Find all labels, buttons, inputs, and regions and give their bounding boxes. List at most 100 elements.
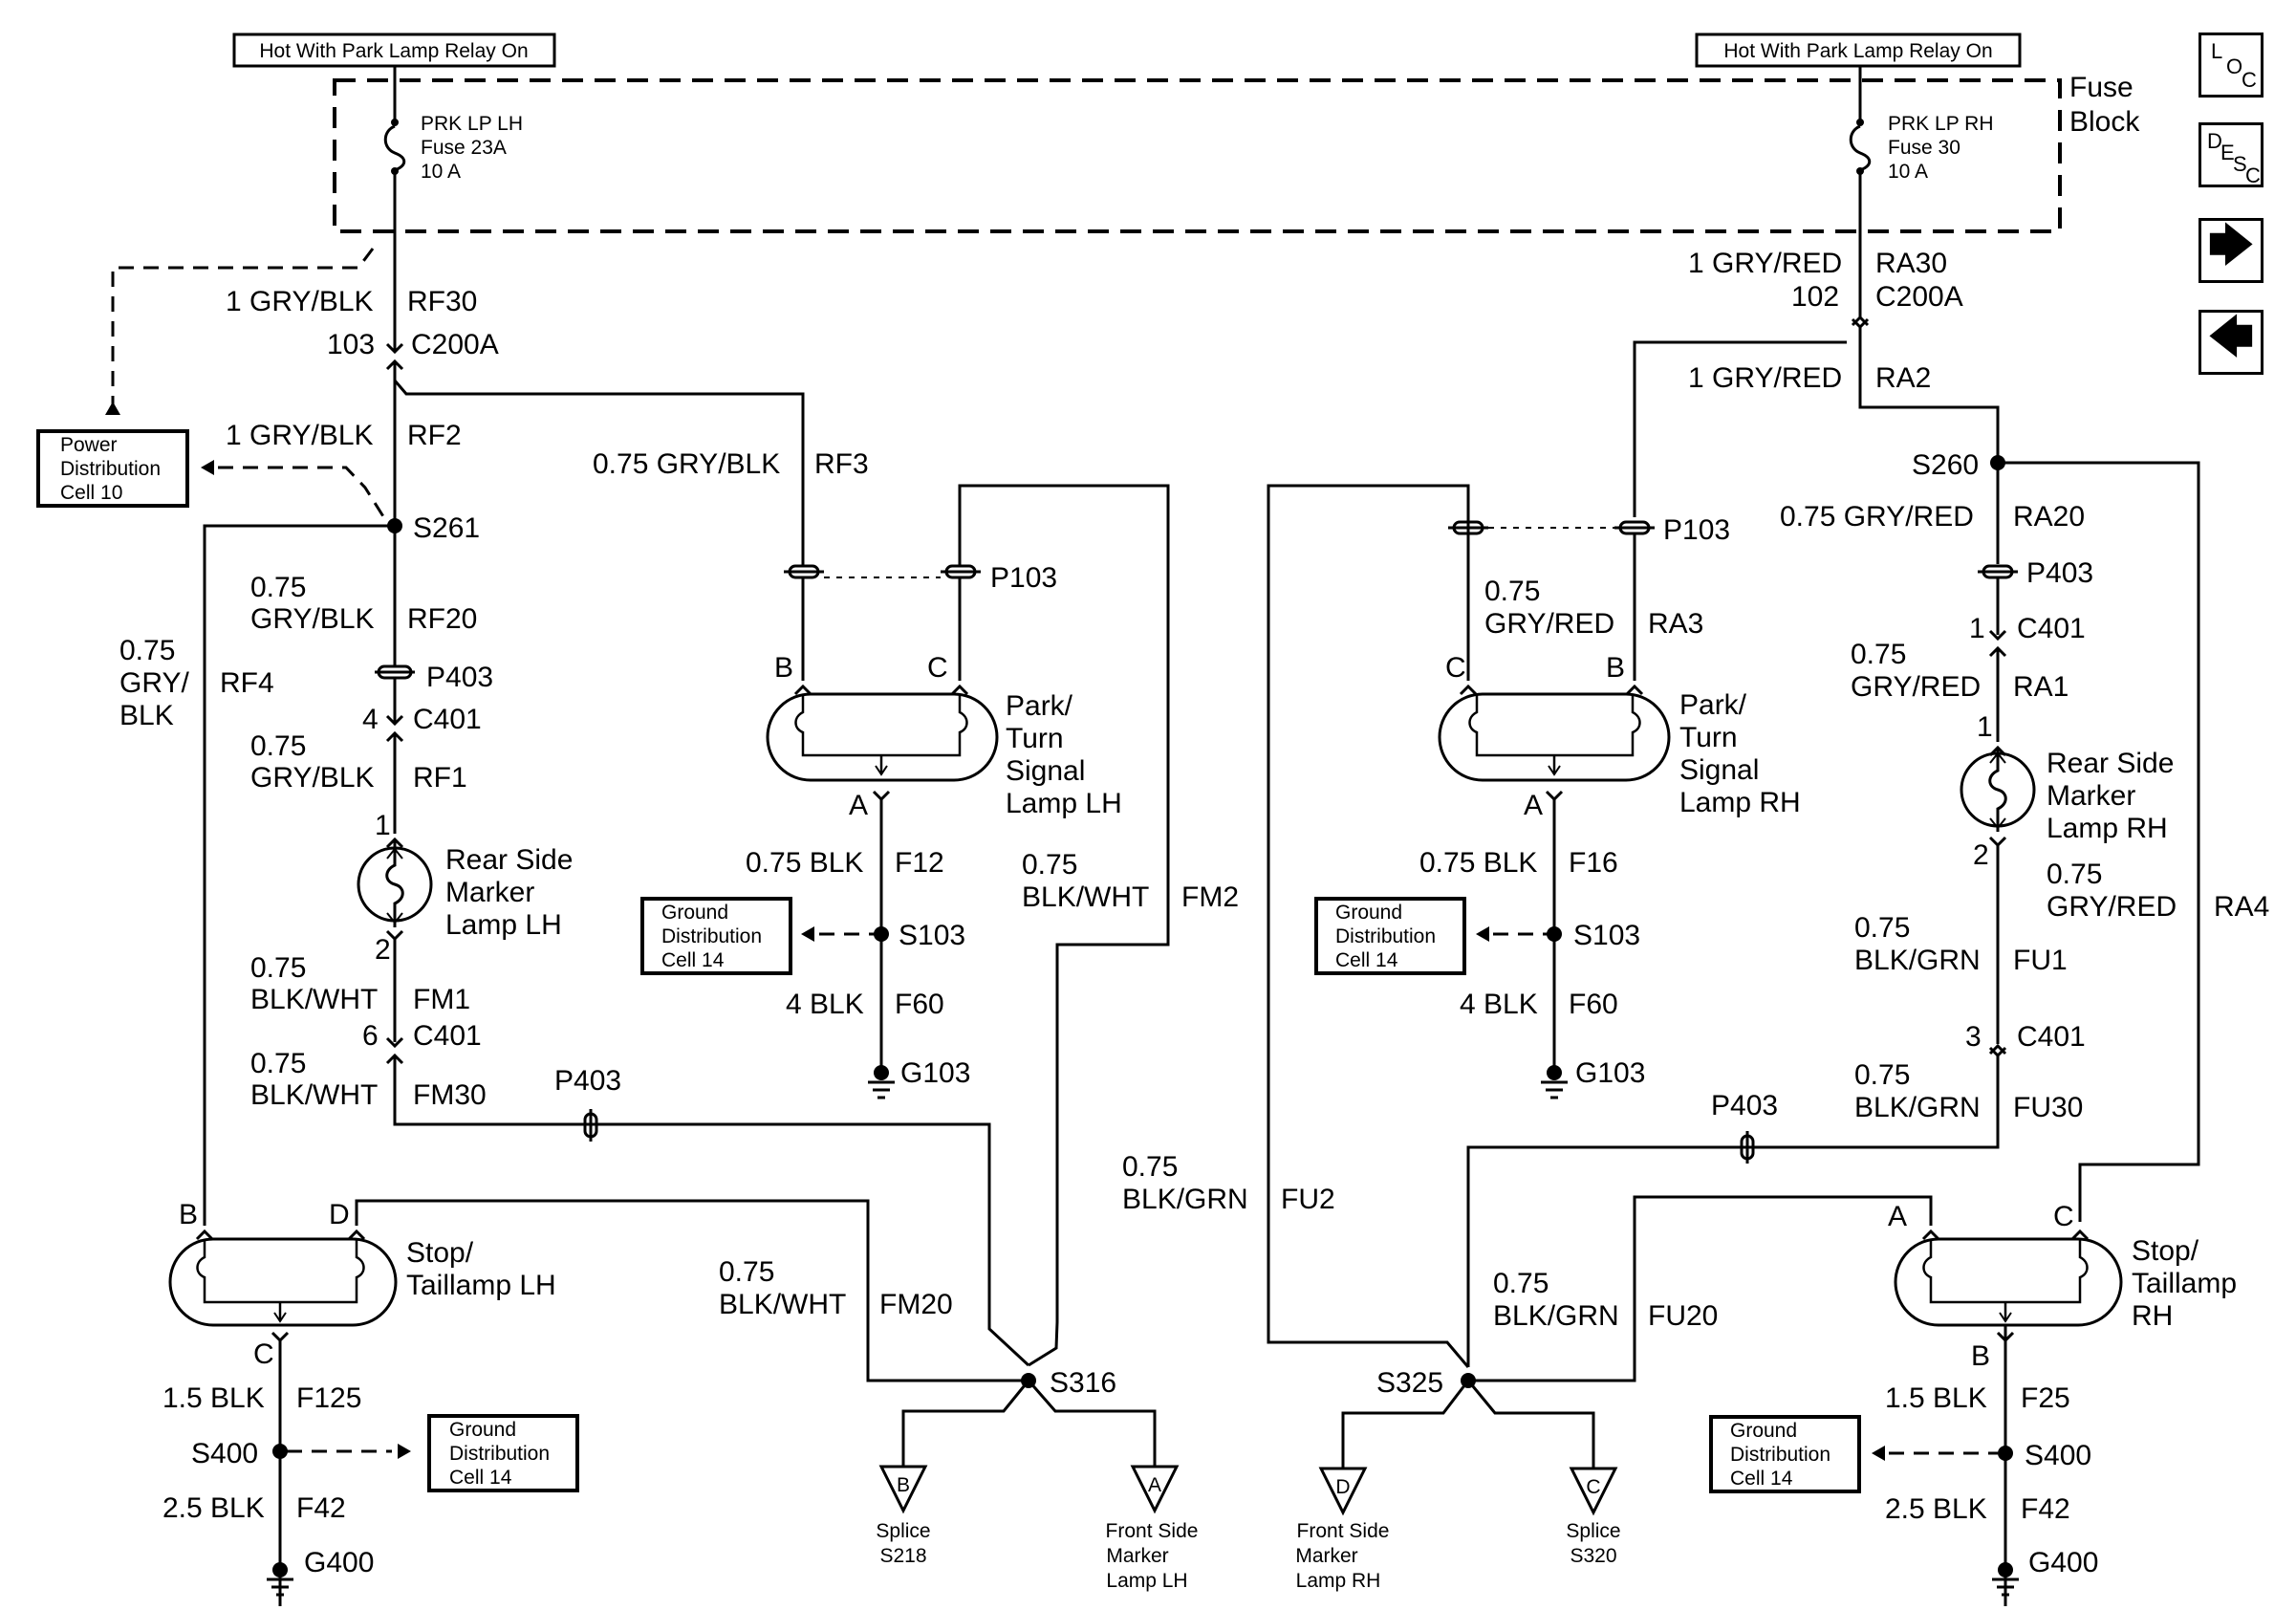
label: RA2 xyxy=(1875,362,1931,394)
label: P403 xyxy=(1711,1090,1778,1121)
next-page-button[interactable]: 🡆 xyxy=(2199,218,2264,283)
label: 0.75 xyxy=(250,1048,306,1079)
desc-letter: E xyxy=(2220,141,2235,164)
label: Lamp LH xyxy=(445,909,562,941)
label: 0.75 xyxy=(719,1256,774,1288)
desc-letter: C xyxy=(2245,163,2261,187)
fuse-block-label-2: Block xyxy=(2069,106,2140,138)
label: Taillamp LH xyxy=(406,1270,556,1301)
label: B xyxy=(897,1474,910,1496)
label: G103 xyxy=(1575,1057,1645,1089)
wire-fm2 xyxy=(958,484,1170,1367)
label: S260 xyxy=(1912,449,1979,481)
label: 4 xyxy=(362,704,379,735)
ground-text: Distribution xyxy=(661,925,762,947)
label: BLK/GRN xyxy=(1122,1184,1248,1215)
power-dist-text-2: Distribution xyxy=(60,458,161,480)
offpage-front-marker-rh xyxy=(1318,1467,1368,1516)
label: P103 xyxy=(990,562,1057,594)
ground-text: Ground xyxy=(449,1419,516,1441)
label: 1 xyxy=(1969,613,1985,644)
label: 1 xyxy=(1977,711,1993,743)
label: P403 xyxy=(426,662,493,693)
label: Rear Side xyxy=(445,844,573,876)
label: 0.75 xyxy=(1851,639,1906,670)
wire-ra3 xyxy=(1633,340,1847,517)
fuse-block-outline xyxy=(333,78,2062,233)
label: Lamp LH xyxy=(1006,788,1122,819)
label: 0.75 xyxy=(1484,576,1540,607)
label: Front Side xyxy=(1297,1520,1390,1542)
label: C401 xyxy=(2017,1021,2086,1053)
label: 6 xyxy=(362,1020,379,1052)
offpage-s320 xyxy=(1569,1467,1618,1516)
label: 0.75 xyxy=(250,730,306,762)
label: A xyxy=(1148,1474,1161,1496)
offpage-front-marker-lh xyxy=(1130,1465,1180,1514)
power-dist-dashed-link xyxy=(111,248,375,409)
label: 1.5 BLK xyxy=(1885,1382,1987,1414)
label: Park/ xyxy=(1006,690,1073,722)
label: Taillamp xyxy=(2132,1268,2237,1299)
wire-fu30 xyxy=(1466,1055,2000,1367)
label: RF20 xyxy=(407,603,477,635)
label: 0.75 xyxy=(1022,849,1077,881)
label: G400 xyxy=(304,1547,374,1578)
desc-letter: S xyxy=(2233,152,2247,176)
label: BLK/WHT xyxy=(719,1289,846,1320)
label: FM30 xyxy=(413,1079,487,1111)
label: BLK/WHT xyxy=(250,1079,378,1111)
ground-dist-box-3 xyxy=(1314,897,1466,975)
label: Marker xyxy=(1295,1545,1357,1567)
ground-dist-box-2 xyxy=(640,897,792,975)
arrow-left-icon: 🡄 xyxy=(2208,312,2254,361)
label: C200A xyxy=(411,329,499,360)
label: Splice xyxy=(876,1520,930,1542)
power-dist-text-1: Power xyxy=(60,434,118,456)
label: Signal xyxy=(1006,755,1085,787)
label: Front Side xyxy=(1106,1520,1199,1542)
label: F125 xyxy=(296,1382,361,1414)
loc-button[interactable]: L O C xyxy=(2199,33,2264,98)
desc-button[interactable]: D E S C xyxy=(2199,122,2264,187)
label: 2 xyxy=(1973,839,1989,871)
label: GRY/RED xyxy=(2047,891,2177,923)
hot-label-right: Hot With Park Lamp Relay On xyxy=(1723,40,1992,62)
label: 102 xyxy=(1791,281,1839,313)
splice-s103-rh xyxy=(1547,926,1562,942)
label: RA20 xyxy=(2013,501,2085,533)
label: Marker xyxy=(2047,780,2135,812)
power-dist-text-3: Cell 10 xyxy=(60,482,122,504)
label: B xyxy=(179,1199,198,1230)
label: G400 xyxy=(2028,1547,2098,1578)
label: RF1 xyxy=(413,762,467,794)
label: G103 xyxy=(900,1057,970,1089)
label: S400 xyxy=(191,1438,258,1469)
label: Signal xyxy=(1679,754,1759,786)
label: GRY/ xyxy=(119,667,189,699)
label: P403 xyxy=(2026,557,2093,589)
previous-page-button[interactable]: 🡄 xyxy=(2199,310,2264,375)
ground-text: Cell 14 xyxy=(661,949,725,971)
label: FU30 xyxy=(2013,1092,2083,1123)
stop-taillamp-rh xyxy=(1894,1237,2123,1327)
label: FU20 xyxy=(1648,1300,1718,1332)
label: 0.75 xyxy=(1854,1059,1910,1091)
fuse-rh-name: PRK LP RH xyxy=(1888,113,1994,135)
power-dist-dashed-link-2 xyxy=(218,466,388,522)
ground-text: Distribution xyxy=(449,1443,550,1465)
label: 0.75 BLK xyxy=(1419,847,1537,879)
label: BLK/GRN xyxy=(1854,1092,1981,1123)
label: BLK/WHT xyxy=(250,984,378,1015)
label: GRY/RED xyxy=(1851,671,1981,703)
label: GRY/BLK xyxy=(250,762,375,794)
label: B xyxy=(1606,652,1625,684)
label: BLK xyxy=(119,700,174,731)
label: F60 xyxy=(895,989,944,1020)
label: 103 xyxy=(327,329,375,360)
label: Marker xyxy=(1106,1545,1168,1567)
park-turn-lamp-lh xyxy=(766,692,999,782)
label: Lamp RH xyxy=(1679,787,1801,818)
label: F16 xyxy=(1569,847,1618,879)
